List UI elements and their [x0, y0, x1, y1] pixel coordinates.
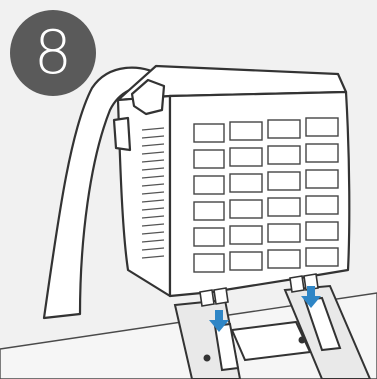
filter-cartridge — [114, 66, 349, 296]
step-number-badge: 8 — [10, 10, 96, 96]
